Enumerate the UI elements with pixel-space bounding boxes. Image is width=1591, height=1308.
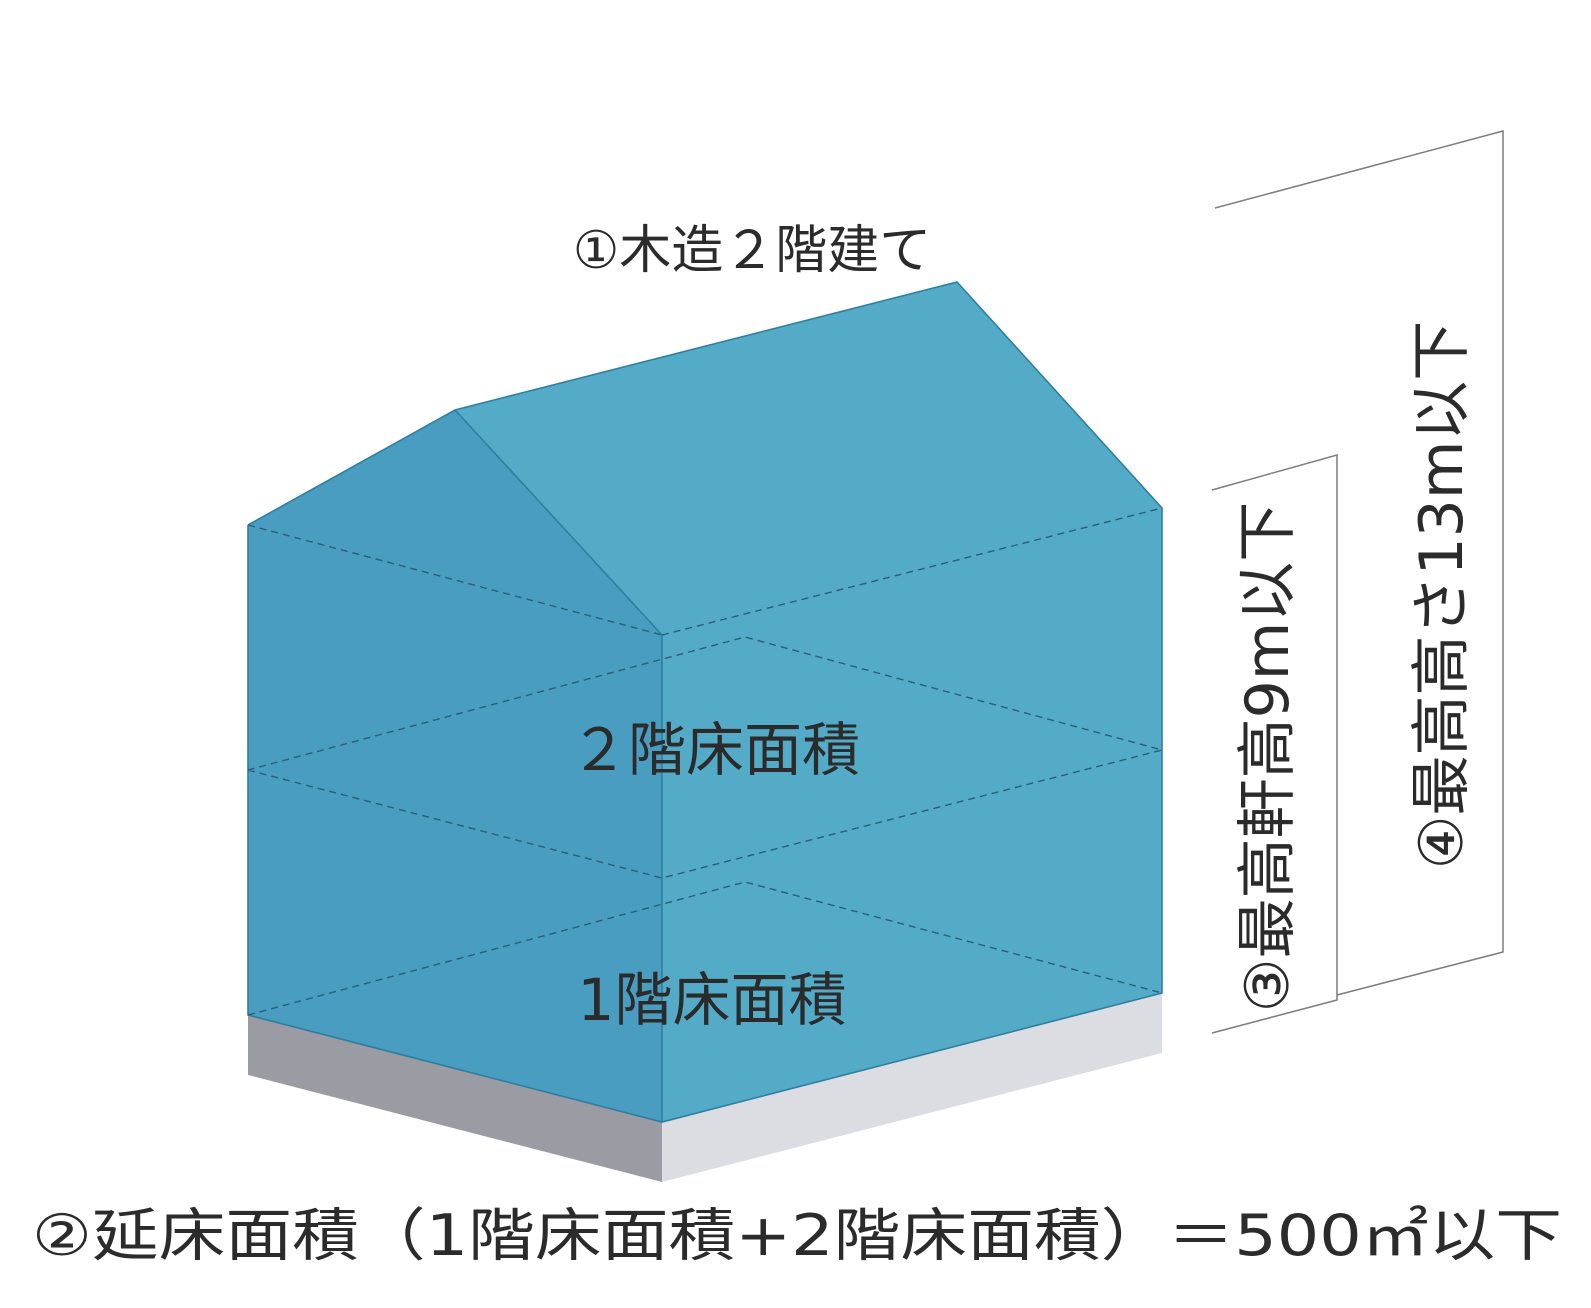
height-dimension-lines (1211, 130, 1504, 1034)
floor2-area-label: ２階床面積 (570, 716, 860, 784)
eave-height-dimension (1211, 454, 1338, 1034)
eave-line-back (661, 507, 1163, 636)
building-front-face (455, 282, 1162, 1122)
max-height-dimension (1214, 130, 1504, 996)
foundation-front-face (662, 993, 1162, 1182)
structure-label: ①木造２階建て (573, 221, 932, 281)
eave-height-label: ③最高軒高9m以下 (1233, 502, 1303, 1012)
building-outline (247, 281, 1163, 1123)
floor1-plane (247, 881, 1163, 1016)
total-floor-area-label: ②延床面積（1階床面積+2階床面積）＝500㎡以下 (32, 1203, 1562, 1269)
building-left-face (248, 410, 662, 1122)
max-height-label: ④最高高さ13m以下 (1407, 321, 1477, 870)
ridge-left-edge (454, 409, 663, 636)
floor1-area-label: 1階床面積 (578, 966, 847, 1034)
floor-plane-lines (247, 507, 1165, 1016)
building-edges (247, 281, 1163, 1123)
foundation-left-face (248, 1015, 662, 1182)
